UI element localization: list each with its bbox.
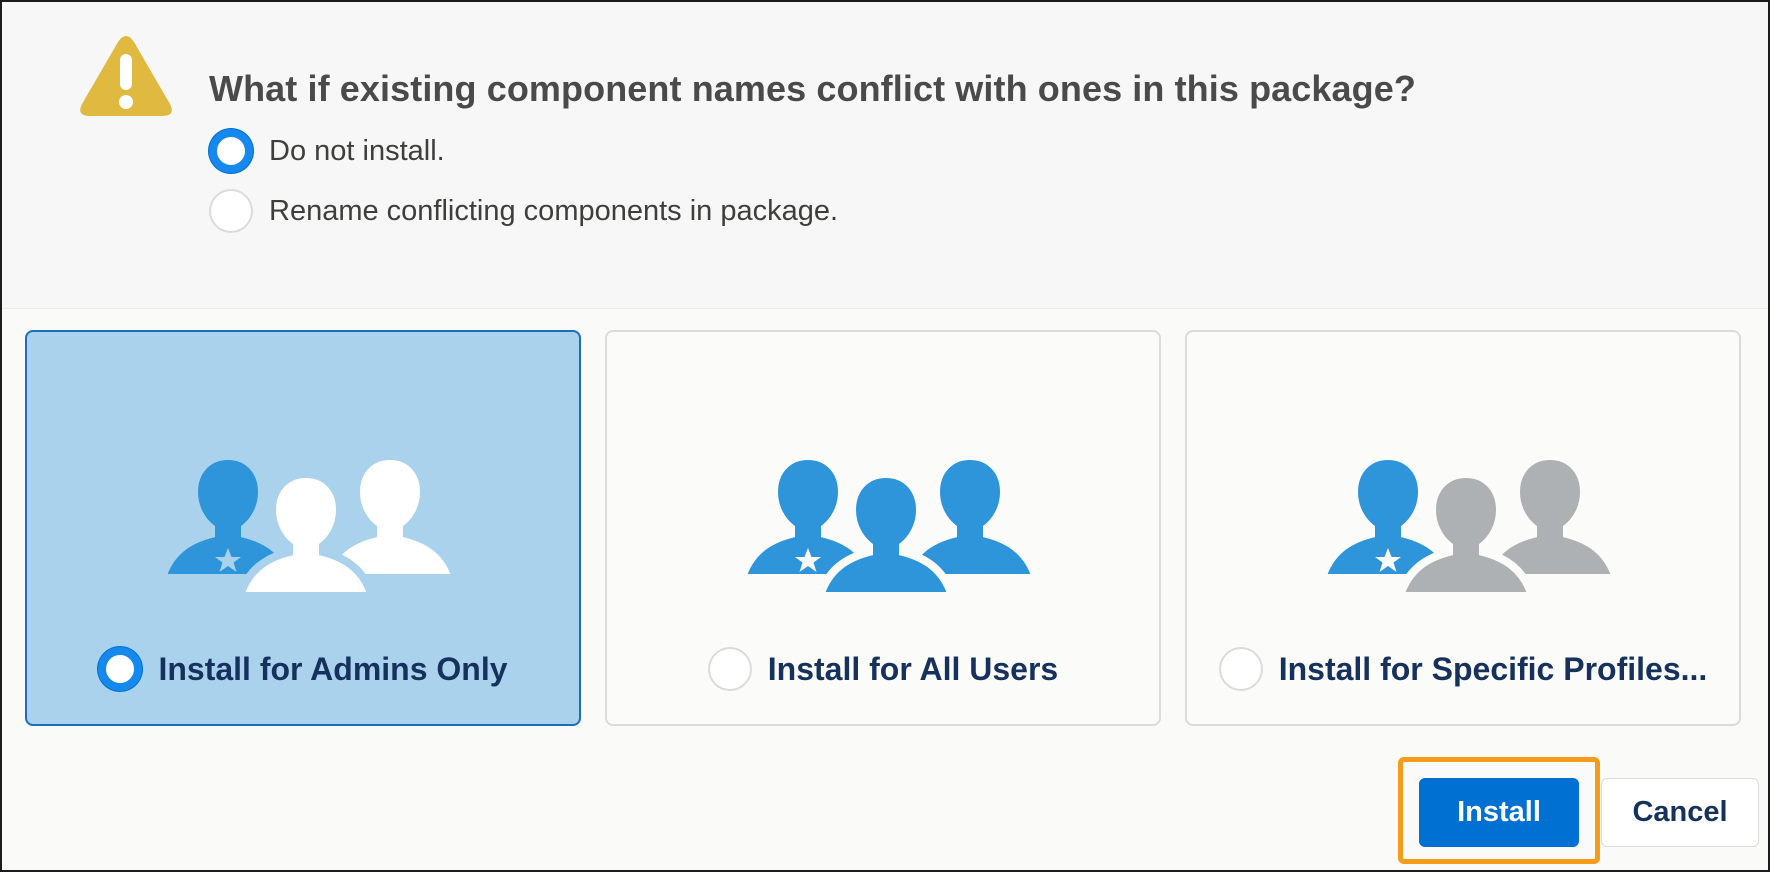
cancel-button[interactable]: Cancel [1601, 778, 1759, 847]
admin-users-icon [150, 424, 462, 594]
install-button-highlight [1398, 757, 1600, 864]
radio-admins-only[interactable] [98, 647, 143, 691]
card-install-admins-only[interactable]: Install for Admins Only [25, 330, 581, 726]
option-do-not-install-label: Do not install. [269, 134, 445, 167]
card-install-all-users[interactable]: Install for All Users [605, 330, 1161, 726]
option-do-not-install[interactable]: Do not install. [209, 128, 445, 174]
card-option-admins-only[interactable]: Install for Admins Only [27, 646, 579, 692]
card-option-all-users[interactable]: Install for All Users [607, 646, 1159, 692]
specific-profiles-icon [1310, 424, 1622, 594]
warning-icon [80, 36, 172, 116]
radio-all-users[interactable] [707, 647, 752, 691]
conflict-section: What if existing component names conflic… [2, 2, 1768, 309]
radio-specific-profiles[interactable] [1218, 647, 1263, 691]
card-option-specific-profiles[interactable]: Install for Specific Profiles... [1187, 646, 1739, 692]
option-rename-conflicting[interactable]: Rename conflicting components in package… [209, 188, 838, 234]
option-rename-conflicting-label: Rename conflicting components in package… [269, 194, 839, 227]
radio-do-not-install[interactable] [209, 129, 253, 173]
card-install-specific-profiles[interactable]: Install for Specific Profiles... [1185, 330, 1741, 726]
conflict-question: What if existing component names conflic… [209, 68, 1416, 109]
card-label-specific-profiles: Install for Specific Profiles... [1278, 650, 1708, 687]
install-button[interactable]: Install [1419, 778, 1579, 847]
card-label-all-users: Install for All Users [767, 650, 1059, 687]
all-users-icon [730, 424, 1042, 594]
card-label-admins-only: Install for Admins Only [158, 650, 508, 687]
radio-rename-conflicting[interactable] [209, 189, 253, 233]
